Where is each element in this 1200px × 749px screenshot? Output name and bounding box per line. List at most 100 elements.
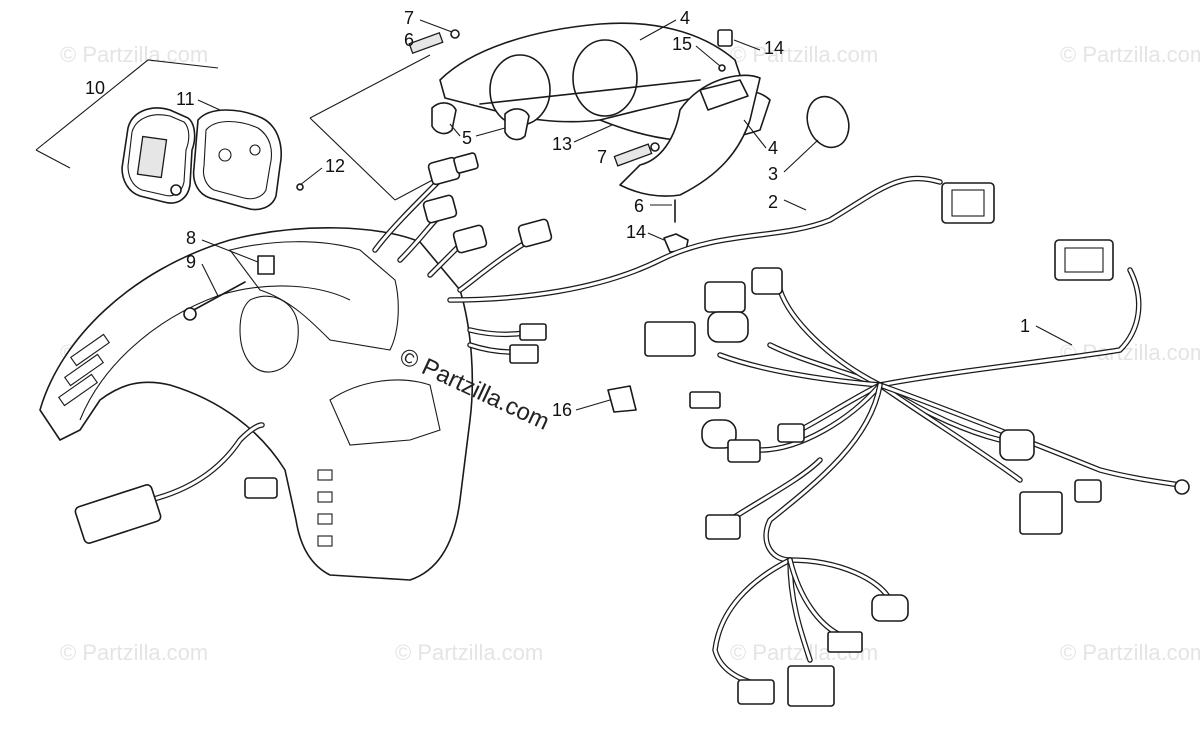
bulb-socket [422,194,458,224]
dash-ridge [79,285,351,421]
bolt-9-head [183,307,197,321]
callout-7-upper: 7 [404,8,414,28]
dash-housing-body [39,227,474,581]
callout-7-lower: 7 [597,147,607,167]
watermark-text: © Partzilla.com [395,640,543,665]
speaker-cup-right [572,39,638,117]
harness-1-branch [763,382,883,563]
bulb-socket [452,224,488,254]
pod-bracket [699,79,749,111]
part-15 [718,64,726,72]
callout-8: 8 [186,228,196,248]
connector [1074,479,1102,503]
connector [704,281,746,313]
leader-line [309,117,396,201]
vent-slot [57,373,99,407]
small-connector [509,344,539,364]
gauge-assembly [35,59,304,211]
vent-slot [317,535,333,547]
dash-opening [229,241,399,351]
callout-6-lower: 6 [634,196,644,216]
spring-6-upper [408,31,444,55]
small-connector [244,477,278,499]
connector [871,594,909,622]
leader-line [309,54,431,119]
callout-14-lower: 14 [626,222,646,242]
watermark-text: © Partzilla.com [730,42,878,67]
leader-line [35,149,71,169]
callout-4-lower: 4 [768,138,778,158]
watermark-text: © Partzilla.com [60,42,208,67]
gauge-button [170,184,182,196]
knob-5-right [504,108,530,141]
connector [827,631,863,653]
connector [737,679,775,705]
callout-13: 13 [552,134,572,154]
connector [705,514,741,540]
callout-6-upper: 6 [404,30,414,50]
connector [999,429,1035,461]
connector [777,423,805,443]
dash-round-cutout [239,295,299,373]
leader-line [35,59,219,151]
callout-12: 12 [325,156,345,176]
multi-pin-connector [1019,491,1063,535]
harness-1-branch [712,557,793,688]
callout-1: 1 [1020,316,1030,336]
watermark-text: © Partzilla.com [1060,42,1200,67]
connector [689,391,721,409]
bulb-socket [517,218,553,248]
callout-9: 9 [186,252,196,272]
multi-pin-connector [74,484,162,544]
bolt-9 [189,281,246,313]
band-clamp-3 [806,95,850,149]
connector [707,311,749,343]
watermark-text: © Partzilla.com [1060,340,1200,365]
callout-15: 15 [672,34,692,54]
harness-1-trunk [877,267,1142,388]
connectors-layer [74,152,1190,707]
callout-5: 5 [462,128,472,148]
callout-16: 16 [552,400,572,420]
vent-slot [317,513,333,525]
switch-8 [257,255,275,275]
watermark-text: © Partzilla.com [1060,640,1200,665]
dash-lower-panel [329,379,441,446]
harness-1-connector [1054,239,1114,281]
gauge-lcd-display [136,135,168,179]
multi-pin-connector [787,665,835,707]
connector [751,267,783,295]
dash-pod-assembly [408,22,850,253]
callout-10: 10 [85,78,105,98]
screw-7-upper [450,29,460,39]
bulb-socket [453,152,479,174]
knob-5-left [431,102,457,135]
clip-14-upper [717,29,733,47]
callout-14-upper: 14 [764,38,784,58]
callout-2: 2 [768,192,778,212]
vent-slot [63,353,105,387]
callout-3: 3 [768,164,778,184]
connector [644,321,696,357]
callout-4-upper: 4 [680,8,690,28]
spring-6-lower [613,143,653,167]
harness-2-connector [941,182,995,224]
dash-housing [39,227,474,581]
callout-11: 11 [176,89,195,109]
clip-14-lower [663,233,689,253]
gauge-mount-hole [249,144,261,156]
pod-shell-lower [619,74,761,197]
watermark-text: © Partzilla.com [60,640,208,665]
pod-rod [479,79,701,105]
screw-7-lower [650,142,660,152]
gauge-mount-hole [218,148,232,162]
gauge-housing [192,109,282,211]
vent-slot [317,469,333,481]
wiring-layer [147,175,1183,688]
ring-terminal [1174,479,1190,495]
connector [727,439,761,463]
gauge-housing-inner [202,120,273,200]
gauge-bezel [127,114,190,197]
